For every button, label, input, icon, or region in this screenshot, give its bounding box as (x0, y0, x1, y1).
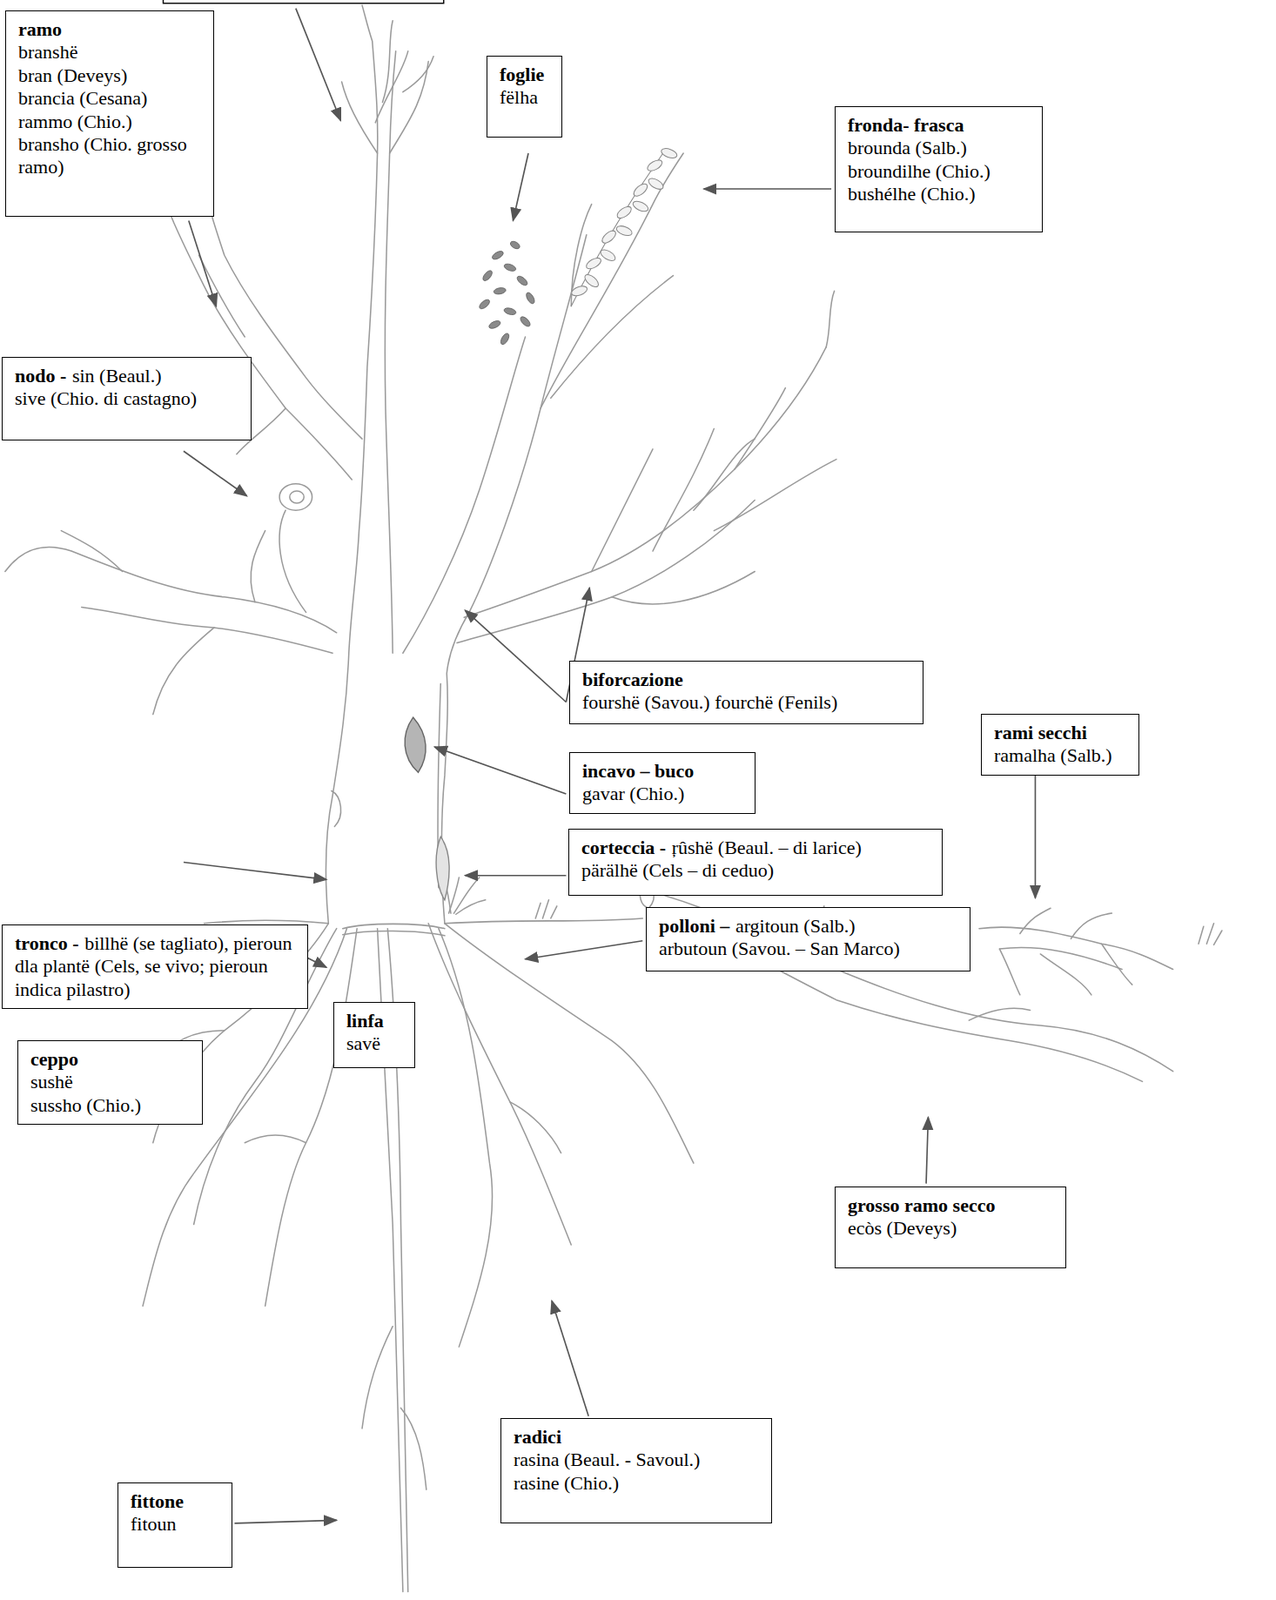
node-text: rasine (Chio.) (513, 1471, 761, 1495)
label-box: grosso ramo seccoecòs (Deveys) (834, 1186, 1067, 1269)
node-text: brancia (Cesana) (18, 87, 203, 110)
node-text: rasina (Beaul. - Savoul.) (513, 1448, 761, 1471)
label-box: fogliefëlha (486, 55, 563, 138)
node-text: sive (Chio. di castagno) (14, 387, 241, 410)
frond (570, 146, 679, 306)
node-text: argitoun (Salb.) (735, 914, 856, 937)
node-text: fitoun (130, 1512, 222, 1536)
node-text: broundilhe (Chio.) (847, 160, 1032, 183)
bark-patch (436, 836, 450, 900)
label-box: linfasavë (333, 1001, 416, 1068)
node-heading: ramo (18, 18, 203, 41)
label-box: ramobranshëbran (Deveys)brancia (Cesana)… (5, 10, 215, 217)
node-text: sushë (30, 1070, 192, 1094)
node-text: arbutoun (Savou. – San Marco) (658, 937, 960, 961)
label-box: fittonefitoun (117, 1482, 233, 1568)
label-box: polloni –argitoun (Salb.)arbutoun (Savou… (645, 906, 971, 972)
node-text: ramalha (Salb.) (993, 744, 1129, 767)
node-heading: biforcazione (582, 668, 913, 692)
node-heading: nodo - (14, 364, 67, 387)
cut-box (162, 0, 444, 4)
label-box: radicirasina (Beaul. - Savoul.)rasine (C… (500, 1417, 773, 1524)
label-box: biforcazionefourshë (Savou.) fourchë (Fe… (569, 660, 924, 725)
node-heading: corteccia - (581, 836, 666, 859)
node-heading: grosso ramo secco (847, 1194, 1055, 1217)
node-text: ecòs (Deveys) (847, 1216, 1055, 1240)
node-heading: fronda- frasca (847, 114, 1032, 137)
hollow (404, 717, 426, 773)
node-heading: rami secchi (993, 721, 1129, 745)
label-box: corteccia -ŗûshë (Beaul. – di larice)pär… (568, 828, 943, 896)
node-text: rammo (Chio.) (18, 110, 203, 134)
node-text: fourshë (Savou.) fourchë (Fenils) (582, 691, 913, 714)
tree-lines (5, 5, 1223, 1592)
leader-arrows (183, 8, 1036, 1524)
node-text: sin (Beaul.) (72, 364, 162, 387)
node-text: fëlha (499, 86, 551, 109)
node-heading: radici (513, 1425, 761, 1449)
node-text: bran (Deveys) (18, 64, 203, 88)
node-heading: ceppo (30, 1047, 192, 1071)
node-heading: foglie (499, 63, 551, 87)
node-text: bushélhe (Chio.) (847, 182, 1032, 206)
node-heading: incavo – buco (582, 759, 745, 783)
label-box: incavo – bucogavar (Chio.) (569, 752, 756, 814)
node-text: bransho (Chio. grosso ramo) (18, 133, 203, 180)
node-text: savë (346, 1032, 404, 1055)
label-box: tronco -billhë (se tagliato), pieroun dl… (1, 924, 309, 1009)
node-text: branshë (18, 40, 203, 64)
leaves (477, 240, 537, 347)
node-heading: linfa (346, 1009, 404, 1033)
node-text: gavar (Chio.) (582, 782, 745, 806)
node-text: sussho (Chio.) (30, 1094, 192, 1117)
label-box: cepposushësussho (Chio.) (17, 1040, 203, 1125)
node-heading: fittone (130, 1490, 222, 1513)
node-text: ŗûshë (Beaul. – di larice) (671, 836, 862, 859)
label-box: fronda- frascabrounda (Salb.)broundilhe … (834, 106, 1043, 233)
node-heading: tronco - (14, 932, 80, 954)
label-box: nodo -sin (Beaul.)sive (Chio. di castagn… (1, 356, 252, 441)
node-text: pärälhë (Cels – di ceduo) (581, 859, 932, 882)
label-box: rami secchiramalha (Salb.) (980, 713, 1140, 776)
node-heading: polloni – (658, 914, 730, 937)
node-text: brounda (Salb.) (847, 136, 1032, 160)
